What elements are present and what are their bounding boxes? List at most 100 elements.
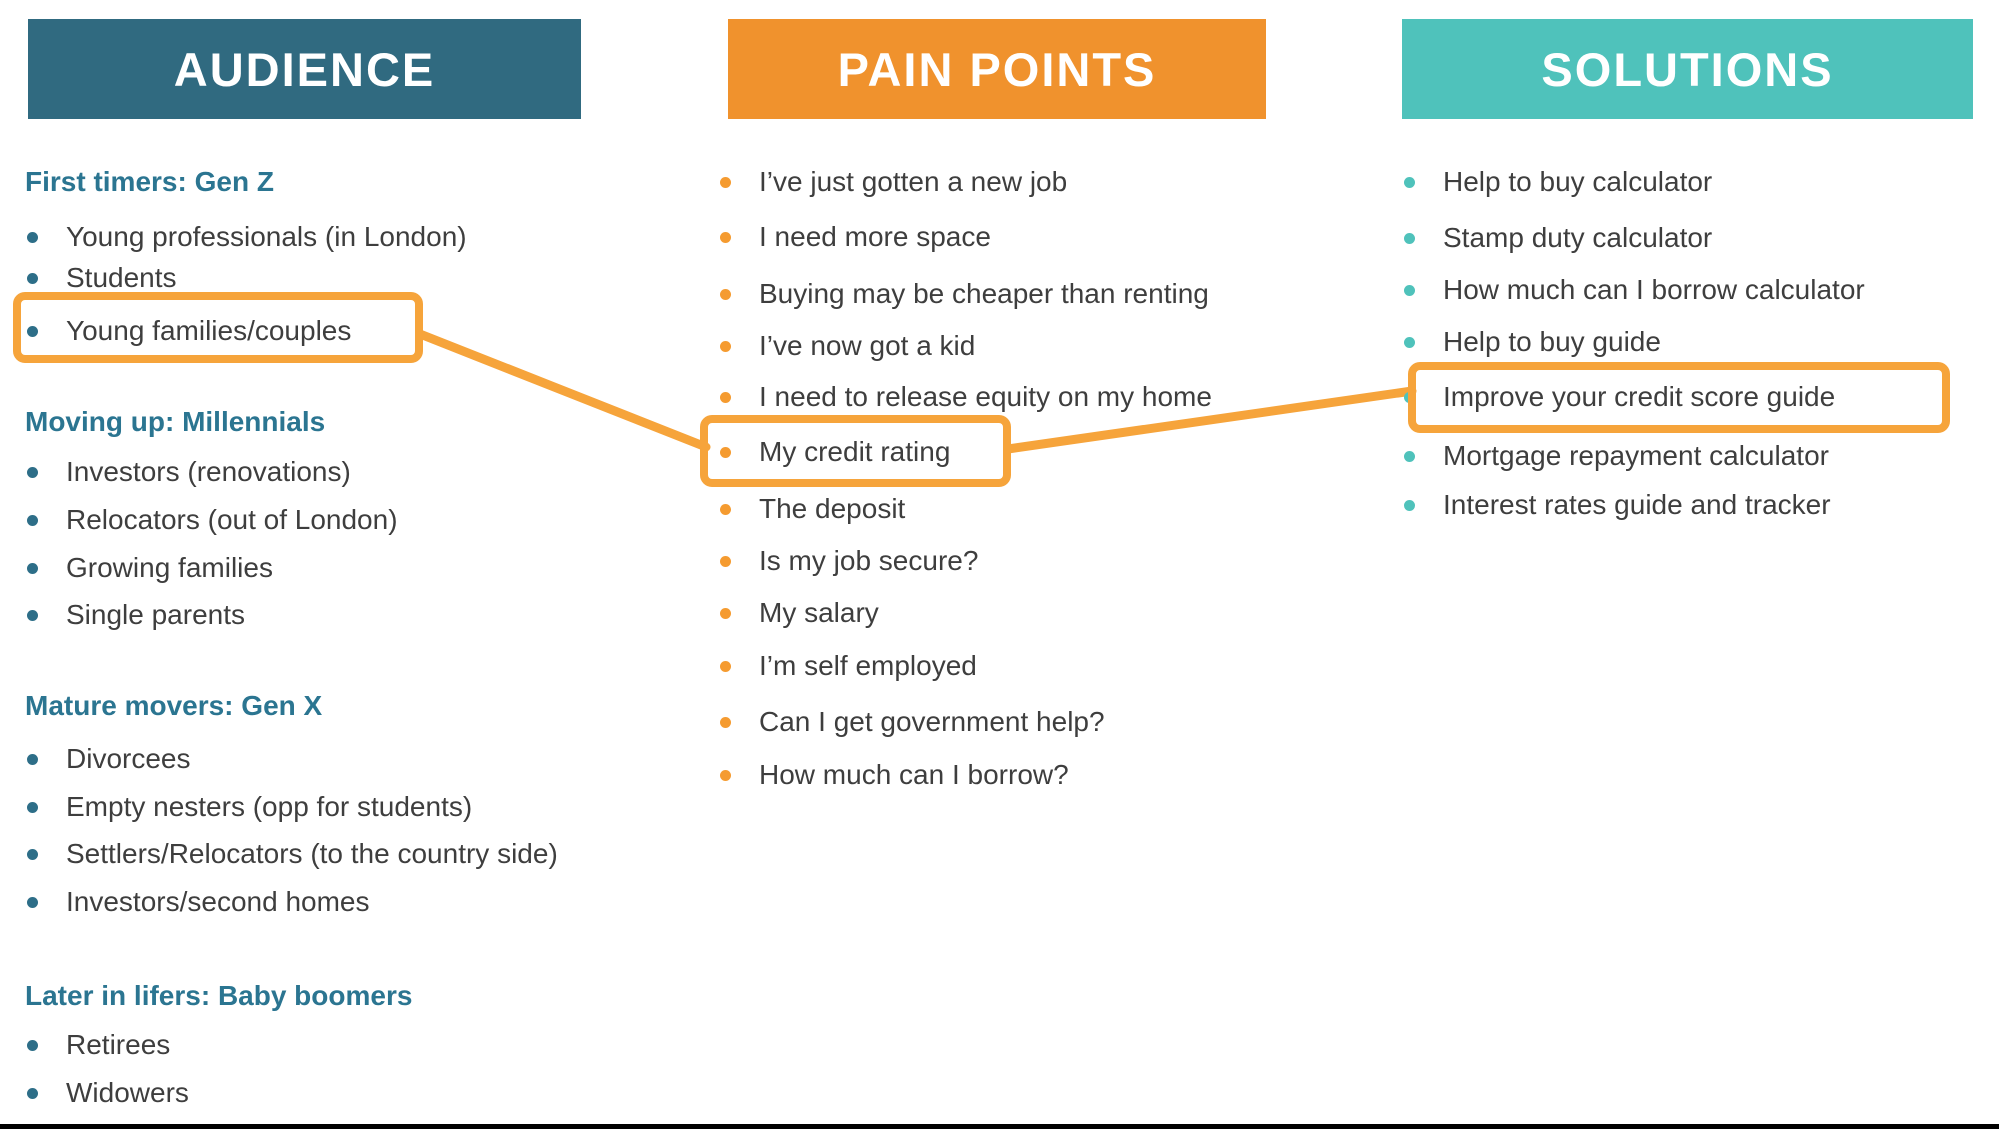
list-item-label: Improve your credit score guide — [1443, 381, 1836, 412]
list-item: Divorcees — [27, 739, 190, 779]
highlight-box-improve-credit-score — [1408, 362, 1950, 433]
bullet-icon — [720, 288, 731, 300]
list-item-label: Mortgage repayment calculator — [1443, 440, 1829, 471]
list-item: Students — [27, 258, 177, 298]
list-item-label: Help to buy guide — [1443, 326, 1661, 357]
list-item: Help to buy calculator — [1404, 162, 1712, 202]
group-heading-mature-movers: Mature movers: Gen X — [25, 690, 323, 721]
list-item: Help to buy guide — [1404, 322, 1661, 362]
list-item-label: My salary — [759, 597, 879, 628]
list-item-label: The deposit — [759, 493, 906, 524]
bullet-icon — [1404, 450, 1415, 462]
bullet-icon — [27, 231, 38, 243]
bullet-icon — [720, 176, 731, 188]
list-item: Interest rates guide and tracker — [1404, 485, 1831, 525]
bullet-icon — [27, 1087, 38, 1099]
list-item: Empty nesters (opp for students) — [27, 787, 472, 827]
bullet-icon — [27, 272, 38, 284]
list-item-label: I’ve just gotten a new job — [759, 166, 1068, 197]
list-item-label: Young professionals (in London) — [66, 221, 467, 252]
list-item: I’ve just gotten a new job — [720, 162, 1067, 202]
list-item: Single parents — [27, 595, 245, 635]
list-item-label: Buying may be cheaper than renting — [759, 278, 1209, 309]
list-item: Widowers — [27, 1073, 189, 1113]
list-item: I’ve now got a kid — [720, 326, 975, 366]
highlight-box-my-credit-rating — [700, 415, 1011, 487]
solutions-header: SOLUTIONS — [1402, 19, 1973, 119]
list-item-label: I need to release equity on my home — [759, 381, 1212, 412]
list-item-label: Retirees — [66, 1029, 171, 1060]
bullet-icon — [720, 503, 731, 515]
bullet-icon — [27, 753, 38, 765]
list-item: Can I get government help? — [720, 702, 1105, 742]
list-item-highlighted-pain: My credit rating — [720, 432, 950, 472]
list-item-label: Can I get government help? — [759, 706, 1105, 737]
group-heading-moving-up: Moving up: Millennials — [25, 406, 326, 437]
bullet-icon — [27, 896, 38, 908]
list-item-label: Interest rates guide and tracker — [1443, 489, 1831, 520]
list-item-label: Stamp duty calculator — [1443, 222, 1713, 253]
bullet-icon — [720, 231, 731, 243]
list-item: I’m self employed — [720, 646, 977, 686]
list-item-label: Single parents — [66, 599, 246, 630]
list-item-label: Young families/couples — [66, 315, 352, 346]
list-item: Mortgage repayment calculator — [1404, 436, 1829, 476]
bullet-icon — [27, 514, 38, 526]
list-item-label: How much can I borrow calculator — [1443, 274, 1865, 305]
list-item-label: Empty nesters (opp for students) — [66, 791, 473, 822]
list-item-highlighted-audience: Young families/couples — [27, 311, 351, 351]
list-item-label: I’m self employed — [759, 650, 977, 681]
list-item: How much can I borrow? — [720, 755, 1069, 795]
list-item: Retirees — [27, 1025, 170, 1065]
bullet-icon — [720, 391, 731, 403]
list-item-label: Investors (renovations) — [66, 456, 351, 487]
list-item-label: Widowers — [66, 1077, 189, 1108]
bullet-icon — [720, 716, 731, 728]
list-item: I need to release equity on my home — [720, 377, 1212, 417]
bullet-icon — [27, 1039, 38, 1051]
group-heading-later-in-lifers: Later in lifers: Baby boomers — [25, 980, 413, 1011]
list-item: Stamp duty calculator — [1404, 218, 1712, 258]
connector-audience-to-pain — [415, 329, 711, 452]
list-item-label: My credit rating — [759, 436, 951, 467]
bullet-icon — [720, 769, 731, 781]
pain-points-header: PAIN POINTS — [728, 19, 1266, 119]
list-item: How much can I borrow calculator — [1404, 270, 1865, 310]
bullet-icon — [1404, 284, 1415, 296]
list-item-label: Help to buy calculator — [1443, 166, 1713, 197]
list-item-label: Relocators (out of London) — [66, 504, 398, 535]
bullet-icon — [720, 555, 731, 567]
list-item-label: I need more space — [759, 221, 991, 252]
audience-header: AUDIENCE — [28, 19, 581, 119]
list-item: Growing families — [27, 548, 273, 588]
bullet-icon — [1404, 176, 1415, 188]
list-item-label: Divorcees — [66, 743, 191, 774]
bullet-icon — [720, 340, 731, 352]
list-item-label: Growing families — [66, 552, 273, 583]
list-item-label: Students — [66, 262, 177, 293]
list-item: Buying may be cheaper than renting — [720, 274, 1209, 314]
list-item: The deposit — [720, 489, 905, 529]
list-item: I need more space — [720, 217, 991, 257]
list-item: Is my job secure? — [720, 541, 978, 581]
list-item-label: How much can I borrow? — [759, 759, 1069, 790]
bullet-icon — [720, 607, 731, 619]
list-item-label: I’ve now got a kid — [759, 330, 976, 361]
bullet-icon — [720, 660, 731, 672]
highlight-box-young-families — [13, 292, 423, 363]
bullet-icon — [27, 562, 38, 574]
bullet-icon — [27, 325, 38, 337]
bullet-icon — [1404, 336, 1415, 348]
list-item: Relocators (out of London) — [27, 500, 398, 540]
list-item: Investors (renovations) — [27, 452, 351, 492]
bullet-icon — [27, 848, 38, 860]
bullet-icon — [27, 801, 38, 813]
bullet-icon — [1404, 499, 1415, 511]
group-heading-first-timers: First timers: Gen Z — [25, 166, 274, 197]
list-item: My salary — [720, 593, 879, 633]
list-item: Settlers/Relocators (to the country side… — [27, 834, 558, 874]
list-item-label: Investors/second homes — [66, 886, 370, 917]
bullet-icon — [1404, 232, 1415, 244]
list-item-label: Is my job secure? — [759, 545, 979, 576]
